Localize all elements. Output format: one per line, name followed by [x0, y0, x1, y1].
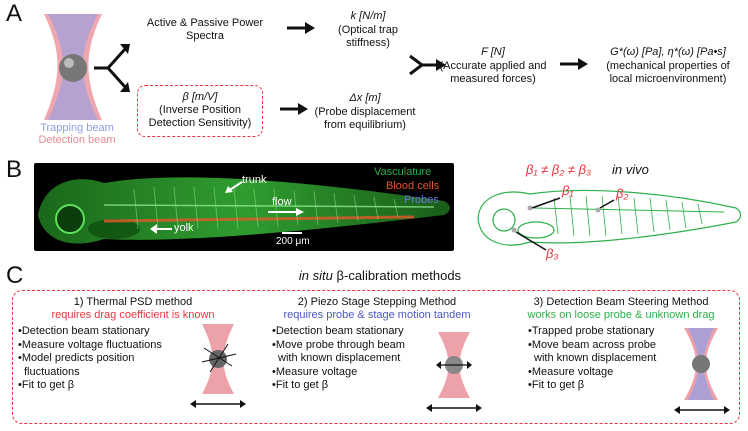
legend-detection-beam: Detection beam — [38, 134, 116, 146]
scale-bar-label: 200 μm — [276, 236, 310, 247]
list-item: Move beam across probe — [528, 339, 698, 353]
method-3-subtitle: works on loose probe & unknown drag — [527, 309, 715, 321]
panelC-title: in situ β-calibration methods — [298, 268, 462, 283]
list-item: Move probe through beam — [272, 339, 442, 353]
yolk-arrow-icon — [150, 224, 172, 234]
beta2-label: β₂ — [616, 186, 629, 201]
list-item: Detection beam stationary — [272, 325, 442, 339]
list-item: with known displacement — [534, 352, 657, 364]
zebrafish-image — [34, 163, 454, 251]
zebrafish-outline-icon — [477, 189, 742, 251]
spectra-label: Active & Passive Power Spectra — [146, 17, 264, 42]
label-flow: flow — [272, 196, 292, 208]
method-1-bullets: Detection beam stationary Measure voltag… — [18, 325, 188, 393]
G-description: (mechanical properties of local microenv… — [606, 60, 730, 85]
list-item: Detection beam stationary — [18, 325, 188, 339]
dx-description: (Probe displacement from equilibrium) — [314, 106, 416, 131]
beta-inequality: β₁ ≠ β₂ ≠ β₃ — [526, 162, 592, 177]
beta-label: β [m/V] — [182, 91, 218, 103]
list-item: Measure voltage fluctuations — [18, 339, 188, 353]
list-item: Fit to get β — [18, 379, 188, 393]
arrow-icon — [287, 22, 315, 34]
legend-blood-cells: Blood cells — [386, 180, 440, 192]
panel-c-letter: C — [6, 262, 24, 289]
list-item: Measure voltage — [272, 366, 442, 380]
trunk-arrow-icon — [225, 181, 243, 193]
list-item: Fit to get β — [272, 379, 442, 393]
method-3-beam-icon — [674, 328, 730, 414]
beta-description: (Inverse Position Detection Sensitivity) — [148, 104, 252, 129]
beta-box — [137, 85, 263, 137]
label-yolk: yolk — [174, 222, 194, 234]
list-item: with known displacement — [278, 352, 401, 364]
list-item: fluctuations — [24, 365, 80, 378]
scale-bar — [282, 232, 302, 234]
method-3-title: 3) Detection Beam Steering Method — [533, 296, 709, 308]
legend-vasculature: Vasculature — [374, 166, 432, 178]
list-item: Fit to get β — [528, 379, 698, 393]
method-2-bullets: Detection beam stationary Move probe thr… — [272, 325, 442, 393]
legend-probes: Probes — [404, 194, 439, 206]
beta3-label: β₃ — [546, 246, 559, 261]
k-description: (Optical trap stiffness) — [338, 24, 398, 49]
panel-b-letter: B — [6, 156, 23, 183]
beta1-label: β₁ — [562, 183, 574, 198]
in-vivo-label: in vivo — [612, 162, 649, 177]
beam-bead-icon — [44, 14, 102, 120]
methods-box — [12, 290, 740, 424]
list-item: Trapped probe stationary — [528, 325, 698, 339]
method-2-subtitle: requires probe & stage motion tandem — [283, 309, 471, 321]
method-3-bullets: Trapped probe stationary Move beam acros… — [528, 325, 698, 393]
arrow-icon — [280, 103, 308, 115]
panel-a-letter: A — [6, 0, 23, 27]
method-1-subtitle: requires drag coefficient is known — [51, 309, 215, 321]
F-label: F [N] — [481, 46, 505, 58]
list-item: Model predicts position — [18, 352, 188, 366]
method-2-title: 2) Piezo Stage Stepping Method — [297, 296, 457, 308]
k-label: k [N/m] — [350, 10, 386, 22]
fork-arrow-icon — [94, 44, 130, 92]
arrow-icon — [560, 58, 588, 70]
merge-arrow-icon — [409, 54, 446, 76]
legend-trapping-beam: Trapping beam — [40, 122, 114, 134]
method-1-title: 1) Thermal PSD method — [73, 296, 193, 308]
method-1-beam-icon — [190, 324, 246, 408]
flow-arrow-icon — [268, 208, 304, 216]
F-description: (Accurate applied and measured forces) — [439, 60, 547, 85]
label-trunk: trunk — [242, 174, 267, 186]
zebrafish-fluorescence — [38, 177, 450, 244]
method-2-beam-icon — [426, 332, 482, 412]
G-label: G*(ω) [Pa], η*(ω) [Pa•s] — [610, 46, 726, 58]
list-item: Measure voltage — [528, 366, 698, 380]
dx-label: Δx [m] — [349, 92, 381, 104]
